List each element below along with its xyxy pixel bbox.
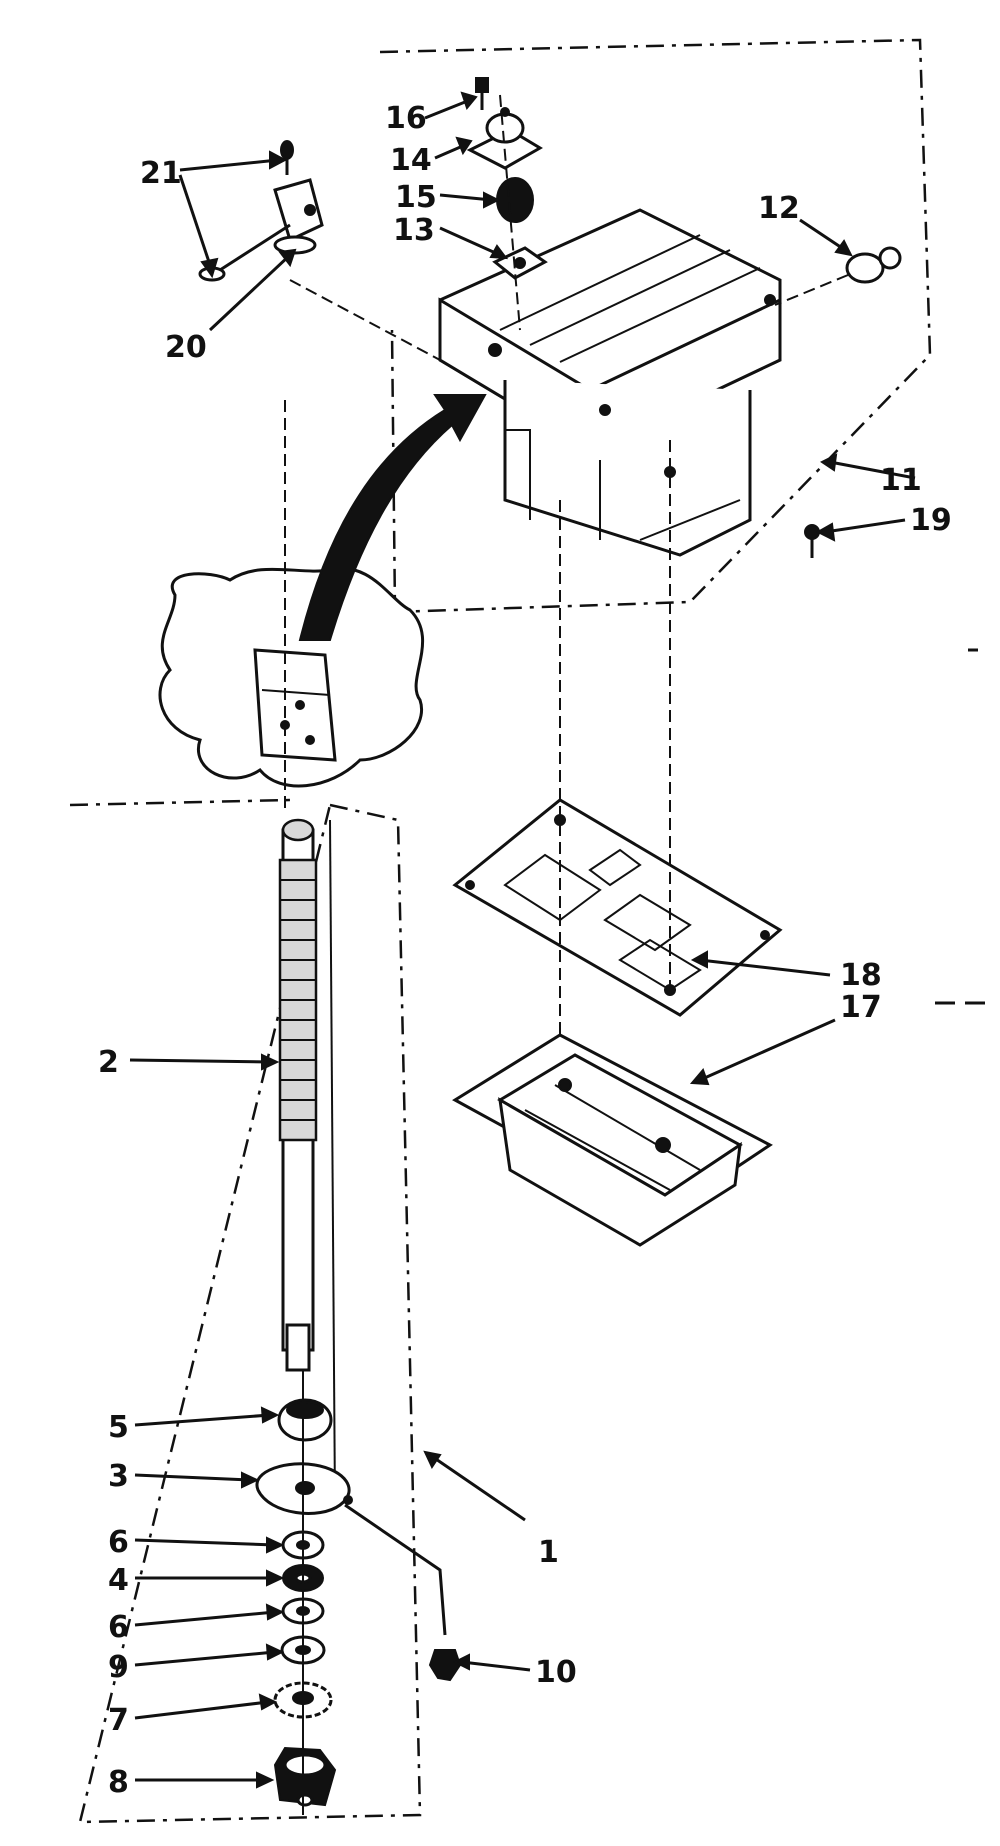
screw-21 [280, 140, 294, 175]
part-label-11: 11 [880, 463, 922, 498]
gasket-18 [452, 798, 783, 1017]
part-label-16: 16 [385, 101, 427, 136]
centerline-12 [774, 274, 849, 306]
part-label-8: 8 [108, 1765, 129, 1800]
bracket-13 [492, 246, 548, 280]
part-label-1: 1 [538, 1535, 559, 1570]
centerline-13-16 [499, 94, 521, 331]
switch-20 [273, 178, 324, 255]
part-label-21: 21 [140, 156, 182, 191]
part-label-10: 10 [535, 1655, 577, 1690]
part-label-6b: 6 [108, 1610, 129, 1645]
part-label-20: 20 [165, 330, 207, 365]
part-label-17: 17 [840, 990, 882, 1025]
detail-inset [158, 566, 424, 788]
cap-8 [273, 1746, 337, 1807]
pan-17 [452, 1033, 773, 1247]
part-label-3: 3 [108, 1459, 129, 1494]
part-label-2: 2 [98, 1045, 119, 1080]
plate-3 [255, 1462, 353, 1515]
part-label-7: 7 [108, 1703, 129, 1738]
lower-assembly-boundary [69, 798, 422, 1824]
bushing-5 [277, 1398, 333, 1442]
screw-19 [804, 524, 820, 558]
part-label-14: 14 [390, 143, 432, 178]
part-label-18: 18 [840, 958, 882, 993]
part-label-9: 9 [108, 1650, 129, 1685]
part-label-5: 5 [108, 1410, 129, 1445]
part-label-4: 4 [108, 1563, 129, 1598]
detail-arrow [298, 394, 487, 641]
part-label-19: 19 [910, 503, 952, 538]
fitting-12 [845, 246, 902, 284]
shaft-2 [278, 818, 318, 1372]
rod [329, 819, 336, 1506]
centerline-20 [289, 279, 441, 361]
upper-assembly-boundary [379, 38, 932, 614]
part-label-6a: 6 [108, 1525, 129, 1560]
housing-assembly [438, 208, 782, 557]
part-label-13: 13 [393, 213, 435, 248]
leader-arrows [129, 91, 916, 1789]
part-label-12: 12 [758, 191, 800, 226]
screw-16 [475, 77, 489, 110]
part-label-15: 15 [395, 180, 437, 215]
wire-10 [344, 1503, 462, 1682]
grommet-15 [496, 177, 534, 223]
